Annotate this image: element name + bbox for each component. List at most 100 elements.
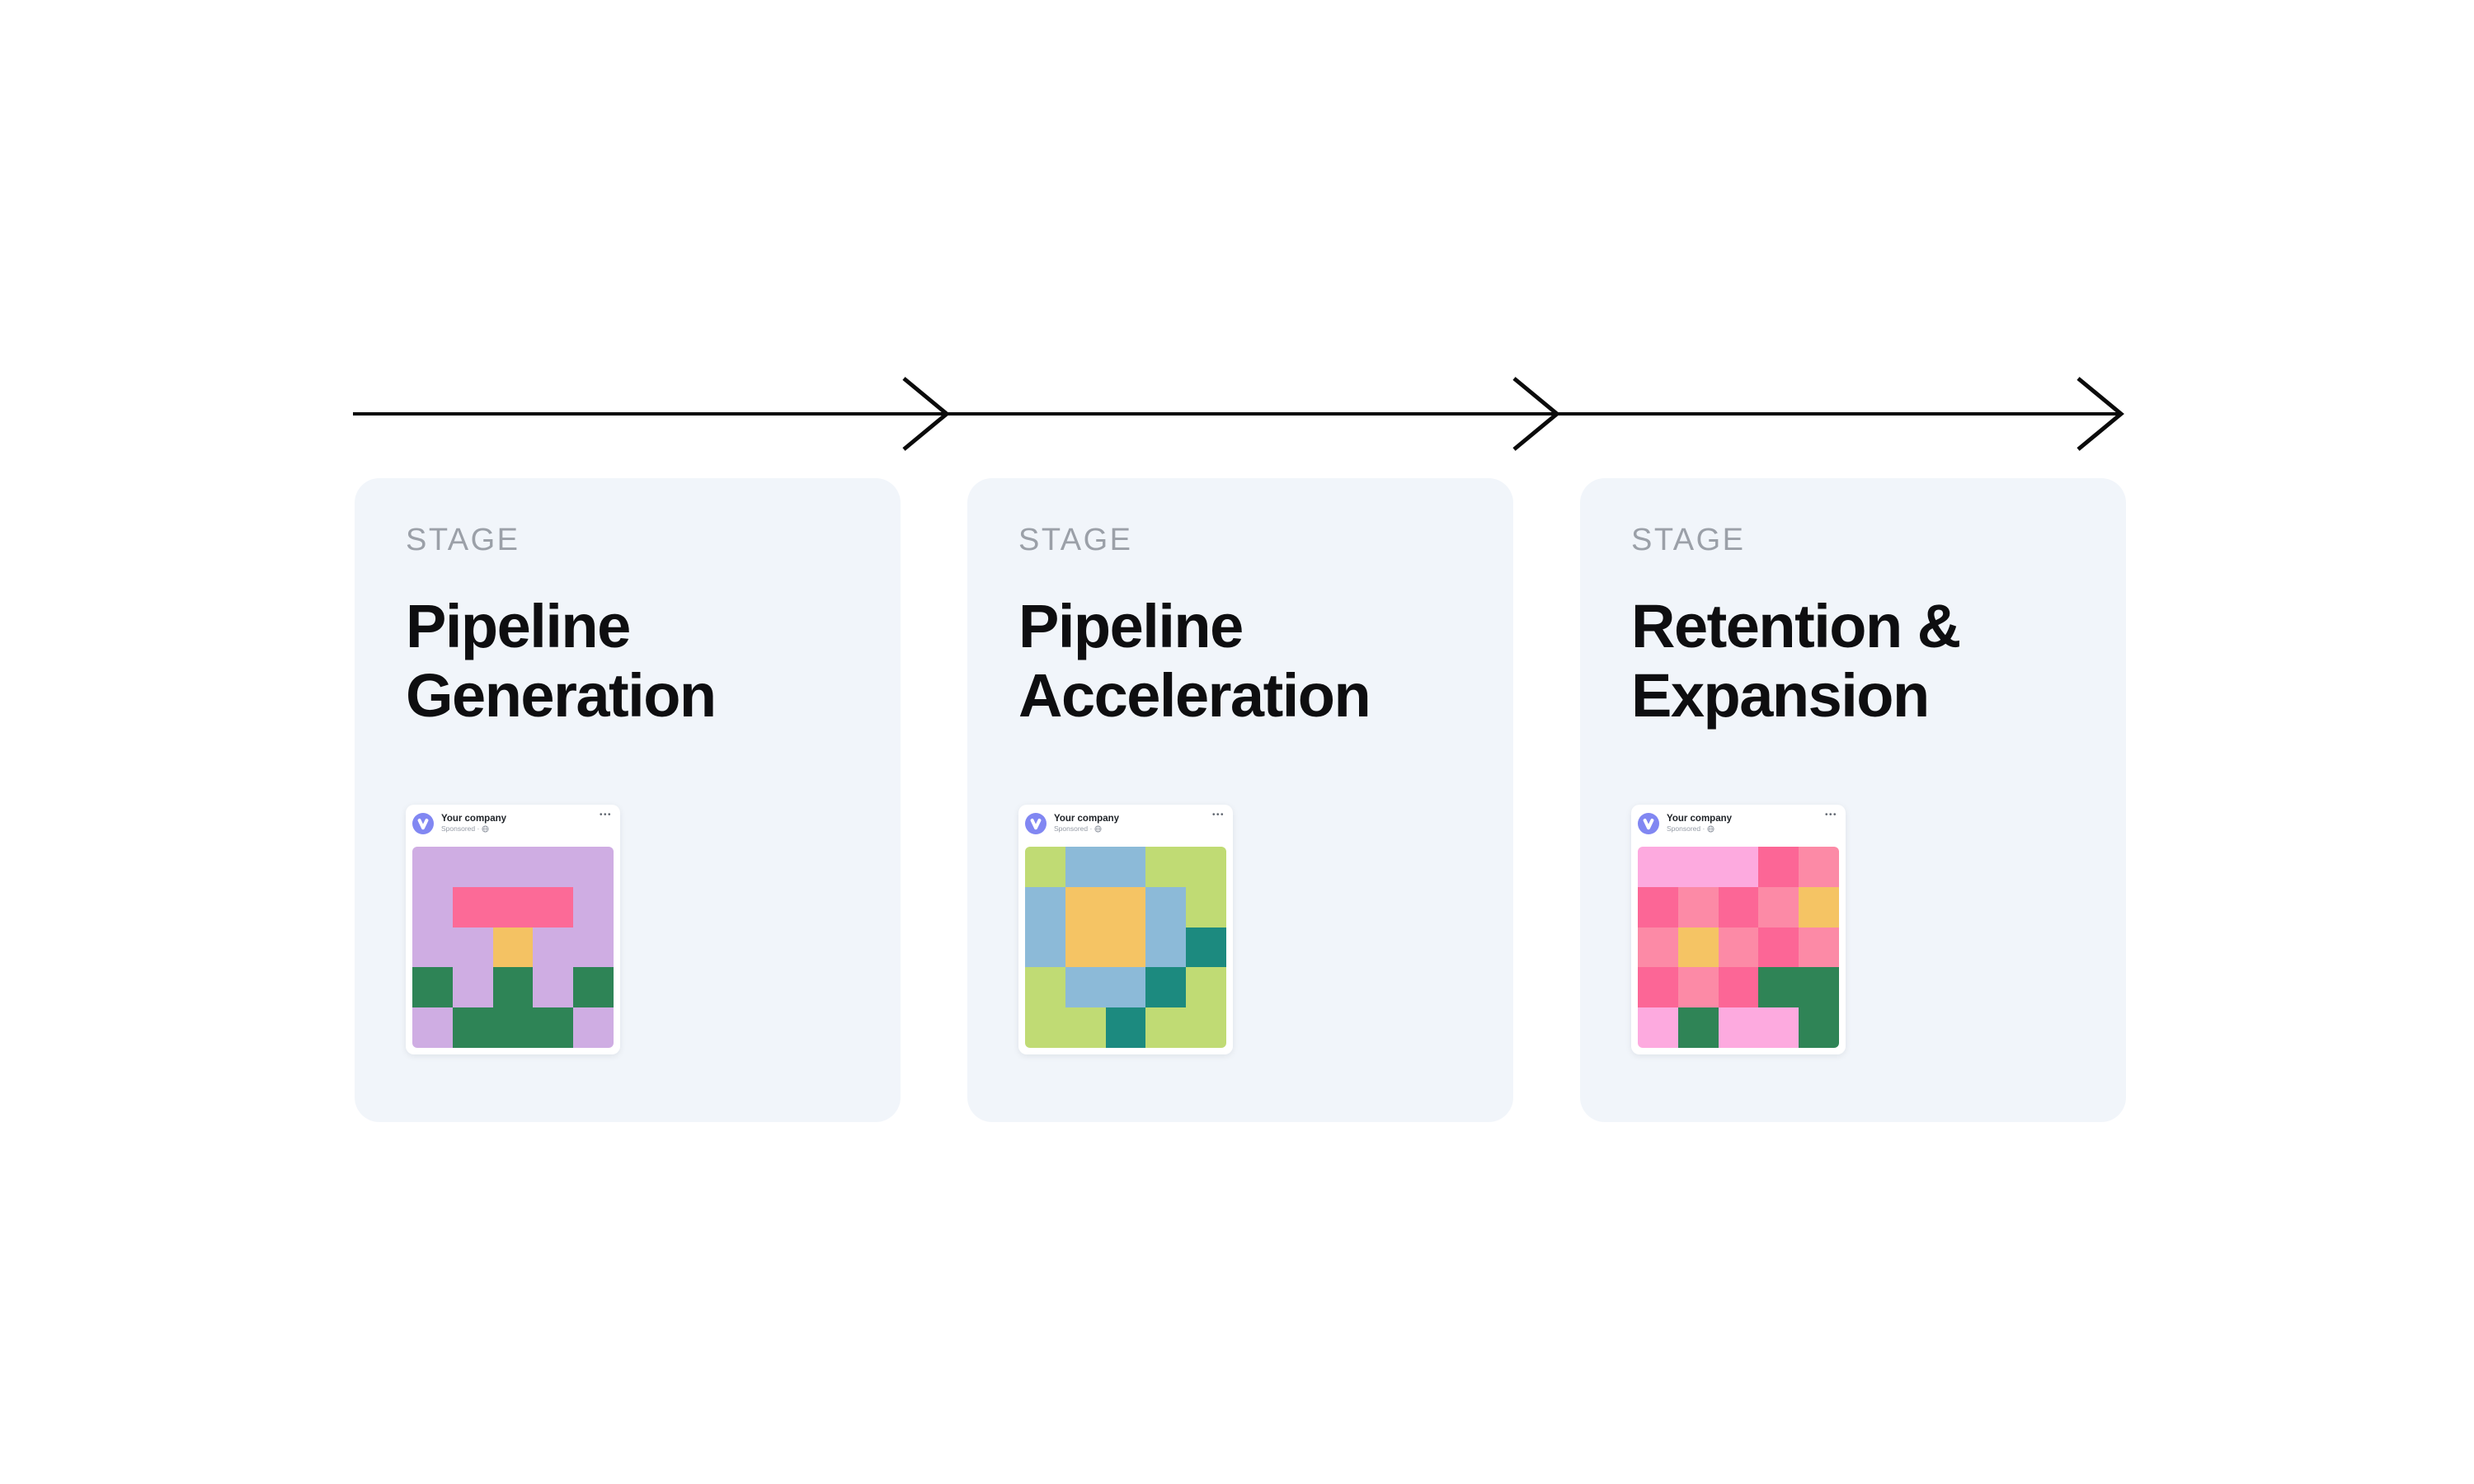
- pixel-cell: [412, 847, 453, 887]
- ad-mockup-header: Your company Sponsored · •••: [1025, 811, 1226, 843]
- ad-mockup-header: Your company Sponsored · •••: [412, 811, 614, 843]
- ad-creative-pixel-art: [1638, 847, 1839, 1048]
- pixel-cell: [452, 927, 493, 968]
- ad-creative-pixel-art: [1025, 847, 1226, 1048]
- company-logo-v-icon: [1643, 819, 1654, 830]
- pixel-cell: [1799, 886, 1839, 928]
- pixel-cell: [412, 927, 453, 968]
- pixel-cell: [1758, 967, 1799, 1008]
- pixel-cell: [1677, 967, 1719, 1008]
- pixel-cell: [1025, 927, 1065, 968]
- stage-label: STAGE: [1018, 523, 1133, 557]
- pixel-cell: [412, 967, 453, 1008]
- pixel-cell: [1145, 886, 1187, 928]
- pixel-cell: [452, 847, 493, 887]
- pixel-cell: [452, 886, 493, 928]
- pixel-cell: [1718, 886, 1759, 928]
- pixel-cell: [452, 967, 493, 1008]
- pixel-cell: [452, 1007, 493, 1048]
- pixel-cell: [573, 967, 614, 1008]
- pixel-cell: [492, 967, 534, 1008]
- pixel-cell: [492, 1007, 534, 1048]
- pixel-cell: [1799, 1007, 1839, 1048]
- pixel-cell: [1638, 847, 1678, 887]
- pixel-cell: [1186, 1007, 1226, 1048]
- stage-card-retention-expansion: STAGE Retention & Expansion Your company…: [1580, 478, 2126, 1122]
- stage-label: STAGE: [406, 523, 520, 557]
- pixel-cell: [1638, 886, 1678, 928]
- pixel-cell: [573, 847, 614, 887]
- more-options-icon[interactable]: •••: [599, 810, 612, 819]
- arrowhead-icon: [2077, 377, 2124, 451]
- pixel-cell: [1718, 967, 1759, 1008]
- more-options-icon[interactable]: •••: [1211, 810, 1225, 819]
- pixel-cell: [1758, 886, 1799, 928]
- ad-sponsored-label: Sponsored ·: [1667, 824, 1705, 833]
- pixel-cell: [1105, 967, 1146, 1008]
- pixel-cell: [533, 967, 574, 1008]
- pixel-cell: [1677, 847, 1719, 887]
- company-logo-v-icon: [417, 819, 429, 830]
- pixel-cell: [533, 1007, 574, 1048]
- stage-title: Pipeline Generation: [406, 592, 717, 730]
- pixel-cell: [1186, 847, 1226, 887]
- company-avatar: [1025, 813, 1047, 834]
- pixel-cell: [1758, 927, 1799, 968]
- pixel-cell: [1638, 927, 1678, 968]
- ad-mockup: Your company Sponsored · •••: [1631, 805, 1846, 1054]
- pixel-cell: [1677, 927, 1719, 968]
- ad-mockup: Your company Sponsored · •••: [406, 805, 620, 1054]
- more-options-icon[interactable]: •••: [1824, 810, 1837, 819]
- company-avatar: [1638, 813, 1659, 834]
- pixel-cell: [1065, 1007, 1106, 1048]
- pixel-cell: [1718, 1007, 1759, 1048]
- pixel-cell: [1065, 847, 1106, 887]
- pixel-cell: [1145, 847, 1187, 887]
- stage-card-pipeline-generation: STAGE Pipeline Generation Your company S…: [355, 478, 901, 1122]
- pixel-cell: [1186, 967, 1226, 1008]
- pixel-cell: [533, 847, 574, 887]
- pixel-cell: [1145, 927, 1187, 968]
- pixel-cell: [492, 886, 534, 928]
- pixel-cell: [1065, 927, 1106, 968]
- pixel-cell: [1186, 886, 1226, 928]
- globe-icon: [482, 825, 489, 833]
- company-avatar: [412, 813, 434, 834]
- pixel-cell: [1145, 967, 1187, 1008]
- pixel-cell: [1638, 1007, 1678, 1048]
- pixel-cell: [1145, 1007, 1187, 1048]
- pixel-cell: [492, 927, 534, 968]
- pixel-cell: [1638, 967, 1678, 1008]
- company-logo-v-icon: [1030, 819, 1042, 830]
- pixel-cell: [1718, 847, 1759, 887]
- ad-mockup-header: Your company Sponsored · •••: [1638, 811, 1839, 843]
- pixel-cell: [573, 1007, 614, 1048]
- pixel-cell: [492, 847, 534, 887]
- pixel-cell: [412, 1007, 453, 1048]
- pixel-cell: [1186, 927, 1226, 968]
- pixel-cell: [573, 886, 614, 928]
- ad-company-name: Your company: [1667, 814, 1733, 824]
- pixel-cell: [1025, 886, 1065, 928]
- pixel-cell: [1799, 927, 1839, 968]
- ad-mockup: Your company Sponsored · •••: [1018, 805, 1233, 1054]
- pixel-cell: [533, 927, 574, 968]
- stage-label: STAGE: [1631, 523, 1746, 557]
- pixel-cell: [573, 927, 614, 968]
- pixel-cell: [1718, 927, 1759, 968]
- pixel-cell: [1065, 886, 1106, 928]
- stage-title: Retention & Expansion: [1631, 592, 1961, 730]
- pixel-cell: [533, 886, 574, 928]
- pixel-cell: [1065, 967, 1106, 1008]
- pixel-cell: [1025, 967, 1065, 1008]
- globe-icon: [1707, 825, 1714, 833]
- pixel-cell: [1025, 1007, 1065, 1048]
- pixel-cell: [1105, 1007, 1146, 1048]
- ad-sponsored-label: Sponsored ·: [1054, 824, 1093, 833]
- stage-card-pipeline-acceleration: STAGE Pipeline Acceleration Your company…: [967, 478, 1513, 1122]
- arrowhead-icon: [1512, 377, 1560, 451]
- globe-icon: [1094, 825, 1102, 833]
- ad-sponsored-label: Sponsored ·: [441, 824, 480, 833]
- pixel-cell: [1799, 967, 1839, 1008]
